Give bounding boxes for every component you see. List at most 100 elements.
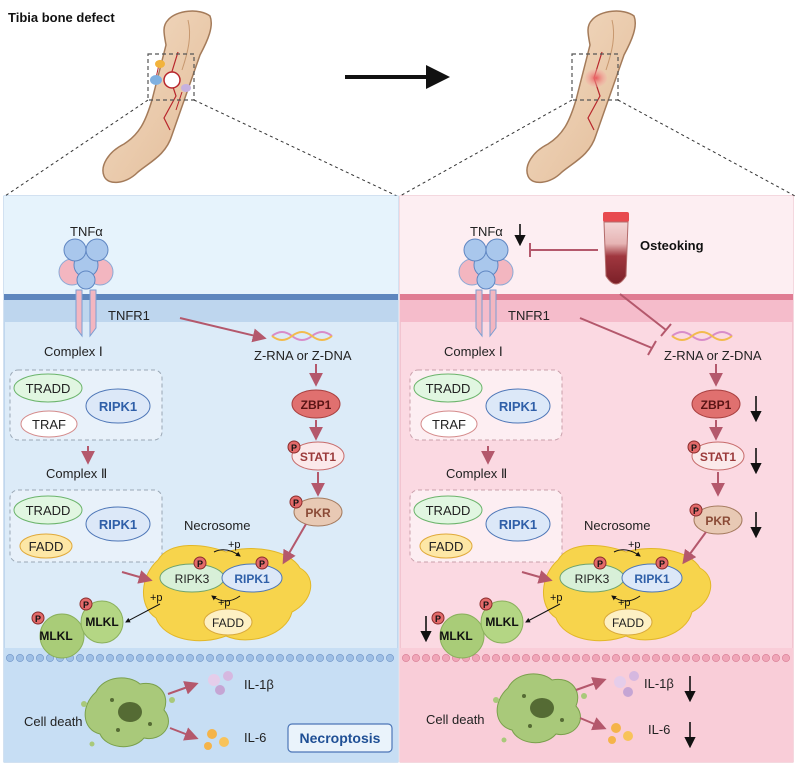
svg-text:TRAF: TRAF (32, 417, 66, 432)
svg-text:PKR: PKR (305, 506, 331, 520)
right-panel-background (399, 195, 794, 763)
svg-text:+p: +p (628, 539, 641, 551)
left-tradd-1 (13, 373, 83, 403)
svg-text:MLKL: MLKL (485, 615, 518, 629)
left-tnfr1-receptor (58, 238, 114, 338)
left-fadd-necrosome (203, 608, 253, 636)
svg-text:MLKL: MLKL (85, 615, 118, 629)
right-il6-particles (608, 723, 633, 744)
left-zbp1 (291, 389, 341, 419)
svg-text:P: P (693, 506, 699, 516)
svg-text:RIPK1: RIPK1 (99, 399, 137, 414)
right-il1b-label: IL-1β (644, 676, 674, 691)
svg-text:RIPK1: RIPK1 (99, 517, 137, 532)
zoom-box (571, 53, 619, 101)
left-ripk1-1 (85, 388, 151, 424)
svg-text:FADD: FADD (429, 539, 464, 554)
svg-text:RIPK1: RIPK1 (234, 572, 270, 586)
osteoking-tube-icon (603, 212, 629, 285)
svg-text:TRAF: TRAF (432, 417, 466, 432)
svg-text:FADD: FADD (29, 539, 64, 554)
svg-text:TRADD: TRADD (426, 503, 471, 518)
left-ripk1-necrosome (221, 563, 283, 593)
svg-text:RIPK3: RIPK3 (575, 572, 610, 586)
left-fadd-1 (19, 533, 73, 559)
left-tibia-illustration (102, 10, 212, 184)
right-tnfr1-label: TNFR1 (508, 308, 550, 323)
right-stat1 (691, 441, 745, 471)
svg-text:TRADD: TRADD (26, 503, 71, 518)
svg-text:Necroptosis: Necroptosis (300, 730, 381, 746)
right-tnfr1-receptor (458, 238, 514, 338)
svg-text:MLKL: MLKL (39, 629, 72, 643)
left-traf (20, 410, 78, 438)
svg-text:TRADD: TRADD (26, 381, 71, 396)
svg-text:RIPK1: RIPK1 (634, 572, 670, 586)
svg-text:PKR: PKR (705, 514, 731, 528)
svg-text:STAT1: STAT1 (700, 450, 737, 464)
left-tnf-label: TNFα (70, 224, 103, 239)
figure-title: Tibia bone defect (8, 10, 115, 25)
osteoking-inhibit-zrna (619, 293, 667, 331)
left-arrow-tnfr1-to-zrna (179, 317, 267, 343)
left-tnfr1-label: TNFR1 (108, 308, 150, 323)
svg-text:STAT1: STAT1 (300, 450, 337, 464)
svg-text:MLKL: MLKL (439, 629, 472, 643)
right-complex2-label: Complex Ⅱ (446, 466, 507, 481)
right-traf (420, 410, 478, 438)
right-zbp1 (691, 389, 741, 419)
left-cell-death-label: Cell death (24, 714, 83, 729)
right-dying-cell (493, 673, 587, 744)
svg-text:P: P (293, 498, 299, 508)
left-ripk1-2 (85, 506, 151, 542)
left-pkr (293, 497, 343, 527)
right-membrane (400, 294, 793, 300)
svg-text:P: P (659, 559, 665, 569)
left-complex1-label: Complex Ⅰ (44, 344, 103, 359)
right-il1b-particles (614, 671, 639, 697)
right-fadd-necrosome (603, 608, 653, 636)
right-tnf-label: TNFα (470, 224, 503, 239)
svg-text:TRADD: TRADD (426, 381, 471, 396)
right-complex1-label: Complex Ⅰ (444, 344, 503, 359)
right-inhibit-tnfr1-to-zrna (579, 317, 653, 349)
osteoking-label: Osteoking (640, 238, 704, 253)
svg-text:+p: +p (150, 592, 163, 604)
right-tradd-1 (413, 373, 483, 403)
right-dna-helix (671, 331, 733, 341)
svg-text:+p: +p (228, 539, 241, 551)
svg-text:P: P (597, 559, 603, 569)
zoom-guides (4, 99, 796, 197)
svg-text:RIPK1: RIPK1 (499, 399, 537, 414)
necroptosis-badge (287, 723, 393, 753)
svg-text:P: P (35, 614, 41, 624)
svg-text:FADD: FADD (212, 616, 244, 630)
svg-text:P: P (435, 614, 441, 624)
zoom-box (147, 53, 195, 101)
svg-text:P: P (691, 443, 697, 453)
left-cell-membrane-beads (6, 654, 394, 662)
svg-text:+p: +p (618, 597, 631, 609)
svg-text:P: P (291, 443, 297, 453)
right-cell-death-label: Cell death (426, 712, 485, 727)
svg-text:P: P (83, 600, 89, 610)
svg-text:ZBP1: ZBP1 (301, 398, 332, 412)
left-stat1 (291, 441, 345, 471)
right-necrosome-label: Necrosome (584, 518, 650, 533)
left-tradd-2 (13, 495, 83, 525)
left-il6-label: IL-6 (244, 730, 266, 745)
right-tradd-2 (413, 495, 483, 525)
right-ripk1-necrosome (621, 563, 683, 593)
svg-text:P: P (483, 600, 489, 610)
left-dying-cell (81, 677, 175, 748)
left-complex2-label: Complex Ⅱ (46, 466, 107, 481)
right-ripk1-2 (485, 506, 551, 542)
svg-text:+p: +p (550, 592, 563, 604)
right-zrna-label: Z-RNA or Z-DNA (664, 348, 762, 363)
left-necrosome-label: Necrosome (184, 518, 250, 533)
right-il6-label: IL-6 (648, 722, 670, 737)
svg-text:RIPK3: RIPK3 (175, 572, 210, 586)
svg-text:FADD: FADD (612, 616, 644, 630)
